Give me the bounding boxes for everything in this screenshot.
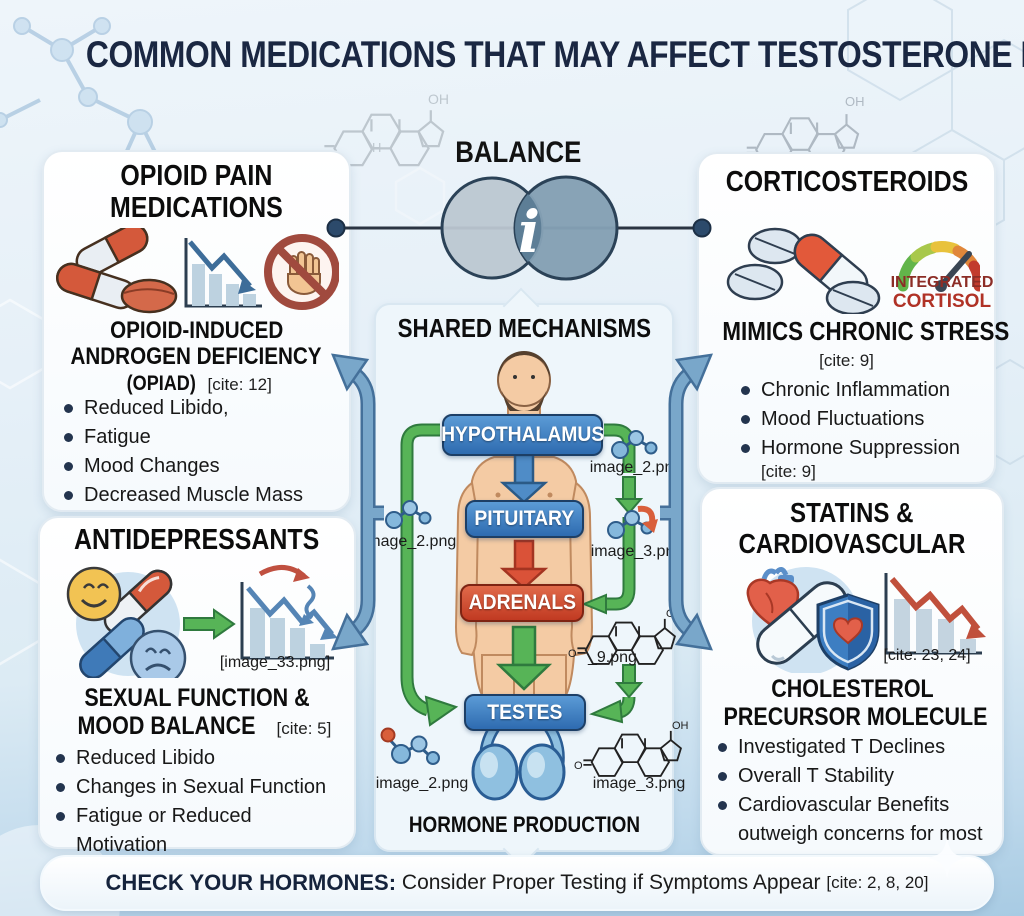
green-arrowhead-testes-right — [589, 699, 624, 724]
node-adrenals: ADRENALS — [460, 584, 584, 622]
opioid-title: OPIOID PAIN MEDICATIONS — [110, 160, 283, 224]
corticosteroids-bullet-cite: [cite: 9] — [761, 462, 816, 481]
molecule-label-right-top: image_2.png — [589, 459, 683, 476]
opioid-icons — [56, 228, 339, 314]
antidepressants-bullet-list: Reduced Libido Changes in Sexual Functio… — [56, 744, 348, 860]
hormone-production-label: HORMONE PRODUCTION — [408, 812, 640, 837]
opioid-panel: OPIOID PAIN MEDICATIONS — [42, 150, 351, 512]
mood-faces-pills-icon — [66, 566, 187, 678]
molecule-bottom-left — [380, 727, 440, 765]
list-item: Reduced Libido — [56, 744, 348, 773]
declining-trend-chart-icon — [240, 565, 338, 660]
steroid-bottom-right-graphic: OH O — [574, 720, 689, 777]
shared-mechanisms-title: SHARED MECHANISMS — [397, 313, 651, 343]
green-arrowhead-left — [424, 695, 459, 727]
arrow-adrenals-testes — [495, 625, 553, 691]
hpg-axis-graphic: OH O OH O — [380, 351, 689, 801]
antidepressants-chart-label: [image_33.png] — [219, 654, 331, 671]
green-down-arrow-right-bottom — [614, 664, 644, 699]
list-item: Overall T Stability — [718, 762, 994, 791]
opioid-bullet-list: Reduced Libido, Fatigue Mood Changes Dec… — [64, 394, 339, 510]
node-hypothalamus: HYPOTHALAMUS — [441, 414, 604, 456]
arrow-pituitary-adrenals — [499, 539, 549, 590]
balance-label: BALANCE — [454, 136, 582, 169]
tablet-pills-icon — [726, 227, 881, 314]
list-item: Changes in Sexual Function — [56, 773, 348, 802]
statins-heading: CHOLESTEROL PRECURSOR MOLECULE — [723, 675, 988, 731]
antidepressants-cite: [cite: 5] — [276, 719, 332, 738]
statins-bullet-list: Investigated T Declines Overall T Stabil… — [718, 733, 994, 849]
list-item: Hormone Suppression — [741, 434, 991, 463]
green-pathway-left — [400, 423, 440, 717]
list-item: Chronic Inflammation — [741, 376, 991, 405]
statins-panel: STATINS & CARDIOVASCULAR — [700, 487, 1004, 856]
opioid-cite: [cite: 12] — [207, 375, 272, 394]
testes-illustration — [471, 719, 566, 801]
chem-label-h: H — [372, 140, 381, 155]
list-item: Investigated T Declines — [718, 733, 994, 762]
corticosteroids-heading: MIMICS CHRONIC STRESS [cite: 9] — [722, 316, 1010, 370]
capsule-pills-icon — [56, 228, 178, 314]
venn-overlap — [515, 194, 542, 262]
molecule-label-bottom-right: image_3.png — [592, 775, 686, 792]
heart-capsule-shield-icon — [746, 567, 880, 673]
corticosteroids-title: CORTICOSTEROIDS — [725, 166, 968, 198]
shared-mechanisms-panel: SHARED MECHANISMS — [364, 287, 689, 868]
footer-cite: [cite: 2, 8, 20] — [826, 873, 929, 892]
statins-icons — [746, 567, 986, 673]
molecule-label-bottom-left: image_2.png — [375, 775, 469, 792]
list-item: Fatigue or Reduced Motivation — [56, 802, 348, 860]
antidepressants-panel: ANTIDEPRESSANTS — [38, 516, 356, 856]
chem-label-o: O — [568, 648, 577, 660]
cortisol-gauge-icon — [897, 241, 980, 292]
chem-label-oh: OH — [428, 91, 449, 107]
corticosteroids-icons — [726, 227, 980, 314]
list-item: Fatigue — [64, 423, 339, 452]
page-title: COMMON MEDICATIONS THAT MAY AFFECT TESTO… — [85, 34, 1024, 75]
chem-label-oh: OH — [672, 720, 689, 732]
declining-red-chart-icon — [884, 573, 986, 655]
opioid-heading: OPIOID-INDUCED ANDROGEN DEFICIENCY (OPIA… — [70, 317, 323, 396]
declining-bar-chart-icon — [184, 238, 262, 308]
antidepressants-icons — [66, 565, 338, 678]
list-item: Mood Fluctuations — [741, 405, 991, 434]
green-arrowhead-adrenals — [581, 593, 607, 615]
antidepressants-title: ANTIDEPRESSANTS — [74, 524, 320, 556]
molecule-right-mid — [606, 505, 658, 540]
green-down-arrow-right-top — [614, 476, 644, 515]
molecule-label-left-mid: image_2.png — [363, 533, 457, 550]
list-item: Reduced Libido, — [64, 394, 339, 423]
info-venn-icon: i — [440, 175, 619, 281]
stop-hand-icon — [264, 234, 339, 310]
node-pituitary: PITUITARY — [465, 500, 584, 538]
chem-label-oh: OH — [845, 94, 865, 109]
check-hormones-bar: CHECK YOUR HORMONES: Consider Proper Tes… — [40, 855, 994, 911]
antidepressants-heading: SEXUAL FUNCTION & MOOD BALANCE [cite: 5] — [77, 684, 332, 740]
corticosteroids-cite: [cite: 9] — [819, 351, 874, 370]
chem-label-oh: OH — [666, 608, 683, 620]
node-testes: TESTES — [464, 694, 586, 731]
footer-bold-text: CHECK YOUR HORMONES: — [105, 870, 397, 895]
shield-heart-icon — [816, 593, 880, 671]
chem-label-o: O — [574, 760, 583, 772]
list-item: Decreased Muscle Mass — [64, 481, 339, 510]
corticosteroids-panel: CORTICOSTEROIDS I — [697, 152, 1010, 484]
molecule-label-right-steroid: _9.png — [588, 649, 637, 666]
footer-text: Consider Proper Testing if Symptoms Appe… — [396, 871, 827, 894]
molecule-label-right-mid: image_3.png — [590, 543, 684, 560]
statins-chart-cite: [cite: 23, 24] — [883, 647, 971, 664]
list-item: Cardiovascular Benefits outweigh concern… — [718, 791, 994, 849]
info-glyph: i — [518, 198, 540, 266]
green-arrow-icon — [183, 608, 236, 640]
statins-title: STATINS & CARDIOVASCULAR — [738, 497, 966, 559]
arrow-hypothalamus-pituitary — [499, 453, 549, 504]
cortisol-gauge-label: INTEGRATED CORTISOL — [890, 274, 994, 312]
corticosteroids-bullet-list: Chronic Inflammation Mood Fluctuations H… — [741, 376, 991, 463]
list-item: Mood Changes — [64, 452, 339, 481]
